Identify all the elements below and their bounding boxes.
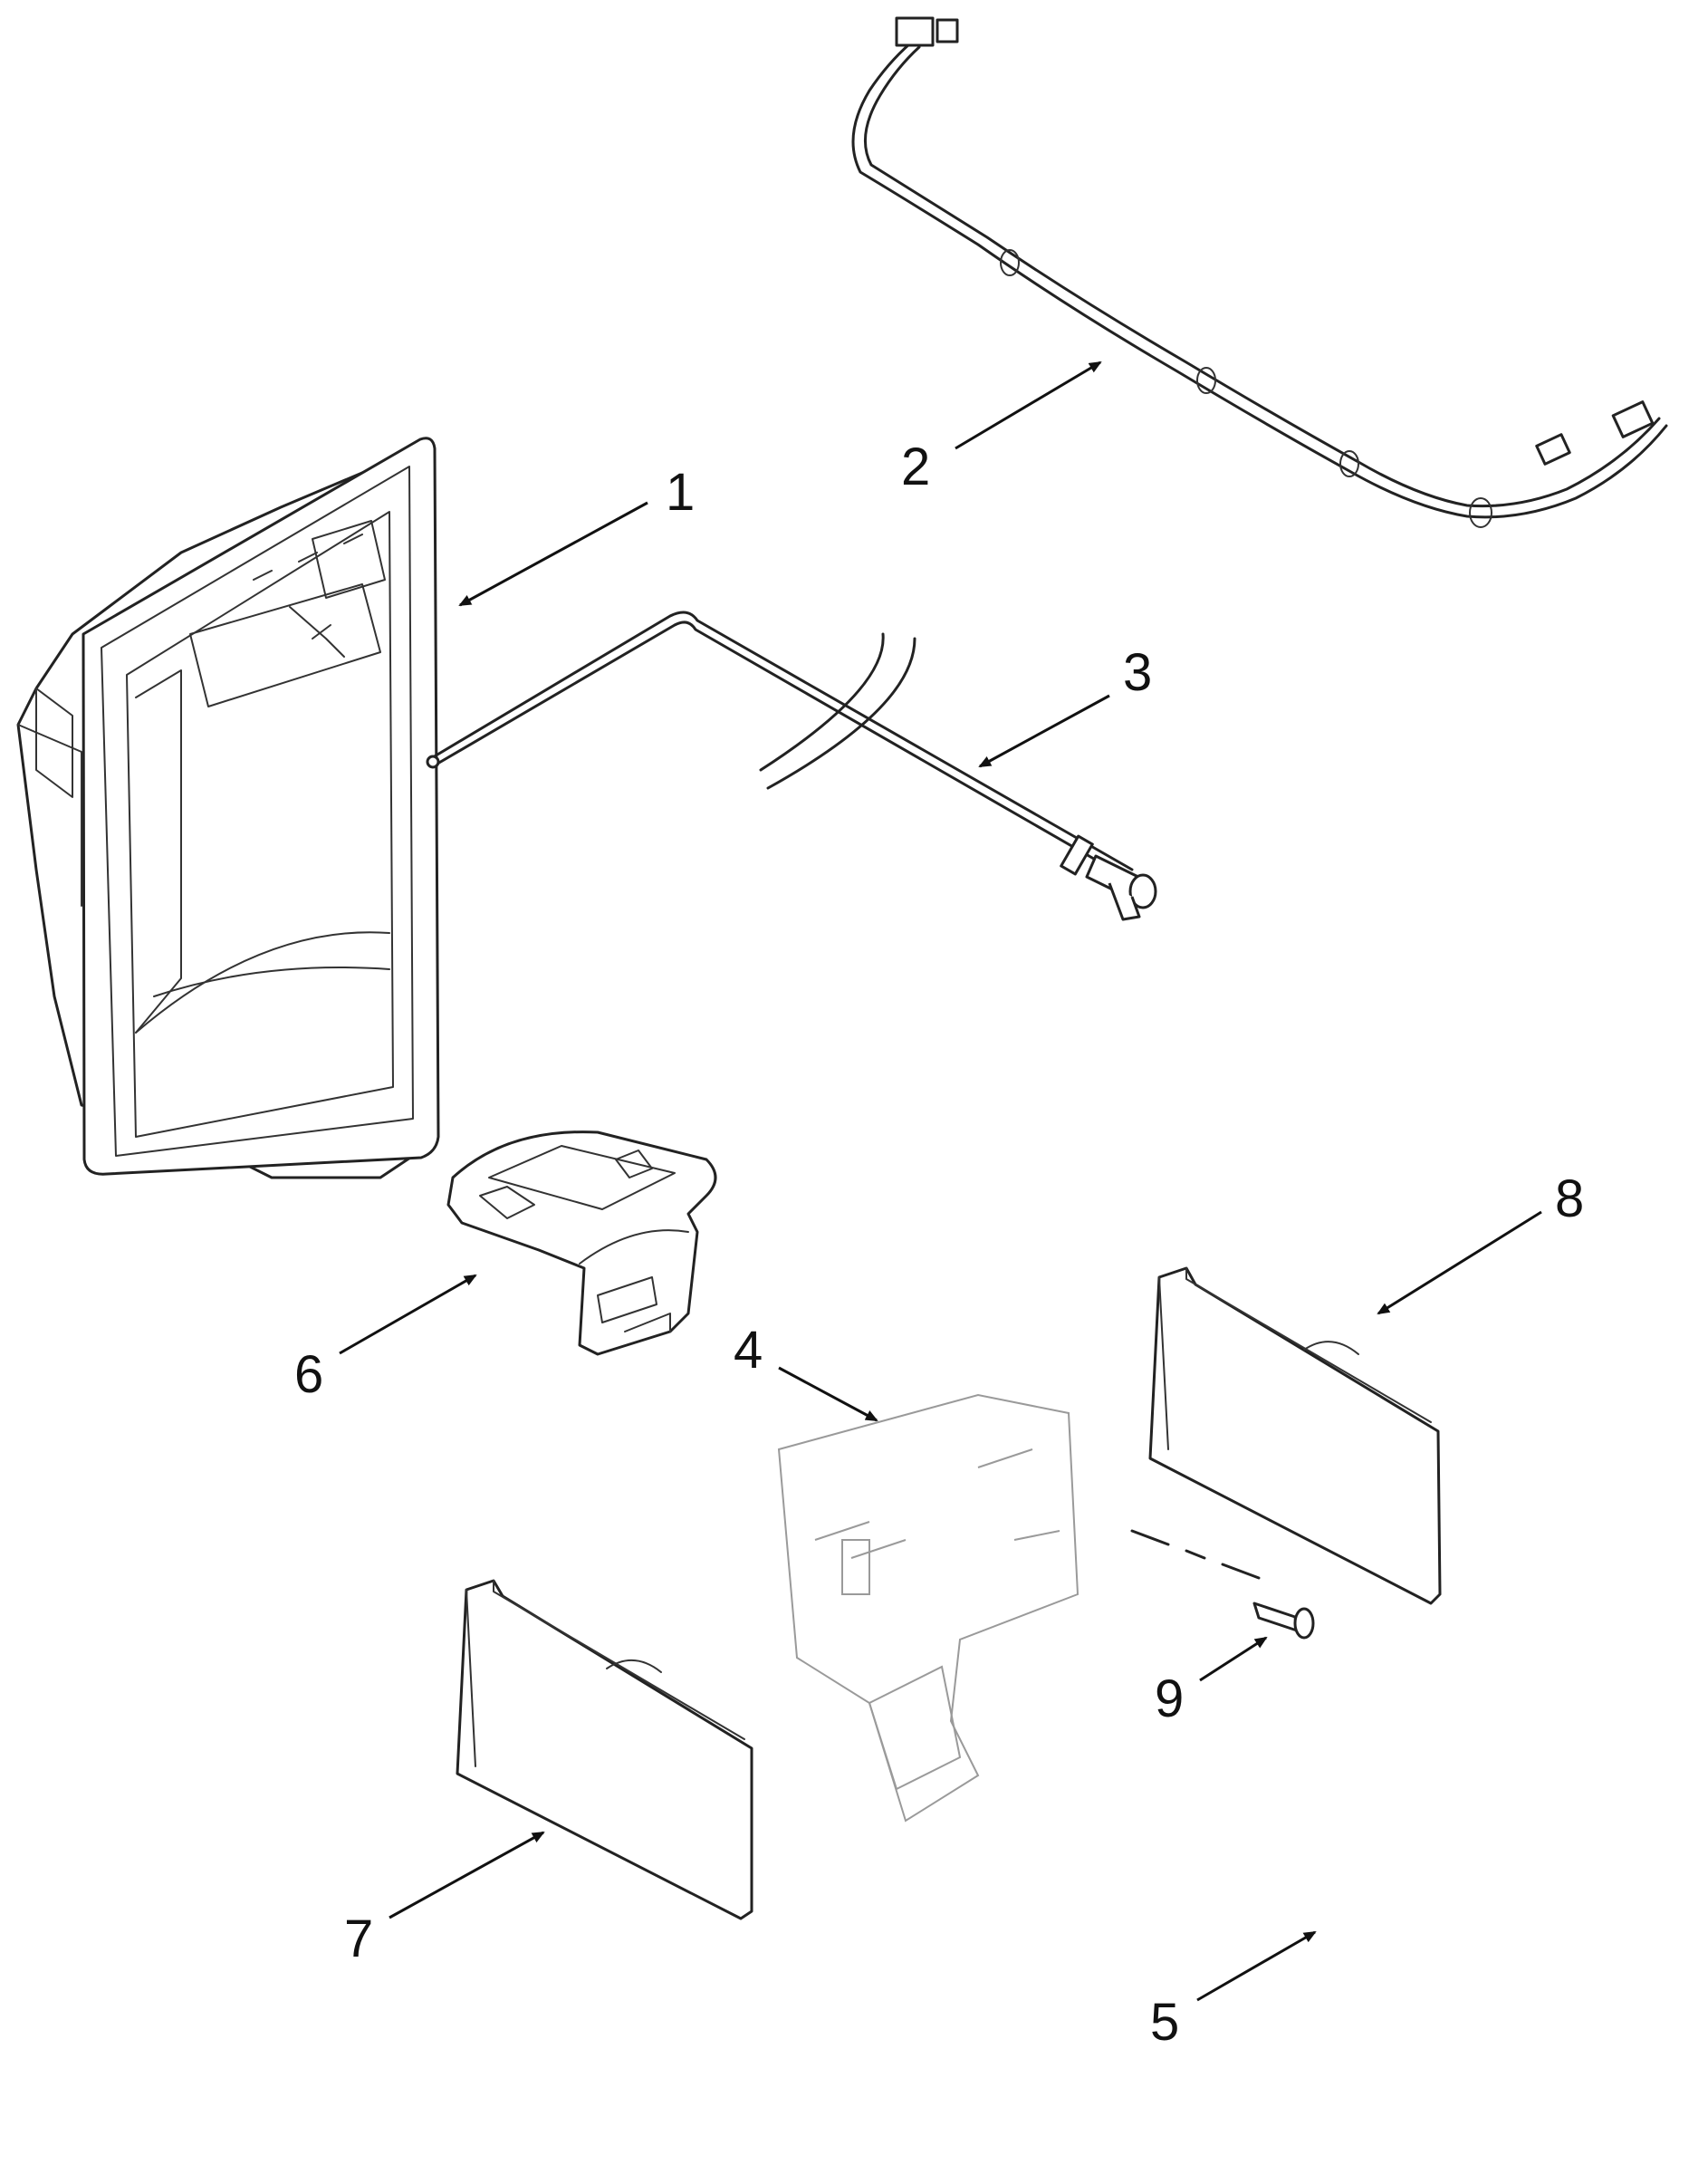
leader-arrows <box>339 361 1542 2002</box>
callout-9: 9 <box>1155 1669 1184 1728</box>
part-6-dispenser-lever <box>446 1130 717 1356</box>
callout-5: 5 <box>1150 1993 1179 2052</box>
callout-7: 7 <box>344 1909 373 1968</box>
part-8-panel-right <box>1148 1266 1442 1605</box>
arrow-8 <box>1377 1210 1542 1315</box>
callout-2: 2 <box>901 438 930 496</box>
callout-3: 3 <box>1123 643 1152 702</box>
callout-labels: 1 2 3 4 5 6 7 8 9 <box>294 438 1584 2052</box>
part-7-panel-left <box>456 1579 753 1920</box>
part-3-water-tube <box>426 611 1157 921</box>
part-2-wire-harness <box>851 16 1668 528</box>
callout-4: 4 <box>734 1321 763 1380</box>
arrow-9 <box>1199 1636 1268 1682</box>
arrow-3 <box>978 694 1110 768</box>
arrow-1 <box>458 501 648 607</box>
arrow-2 <box>955 361 1102 450</box>
callout-6: 6 <box>294 1345 323 1404</box>
arrow-6 <box>339 1274 477 1355</box>
part-9-screw <box>1130 1529 1315 1640</box>
part-1-dispenser-housing <box>16 437 440 1179</box>
arrow-5 <box>1196 1930 1317 2002</box>
part-4-control-board <box>777 1393 1079 1823</box>
arrow-7 <box>389 1831 545 1919</box>
arrow-4 <box>778 1366 878 1422</box>
callout-8: 8 <box>1555 1169 1584 1228</box>
callout-1: 1 <box>666 463 695 522</box>
